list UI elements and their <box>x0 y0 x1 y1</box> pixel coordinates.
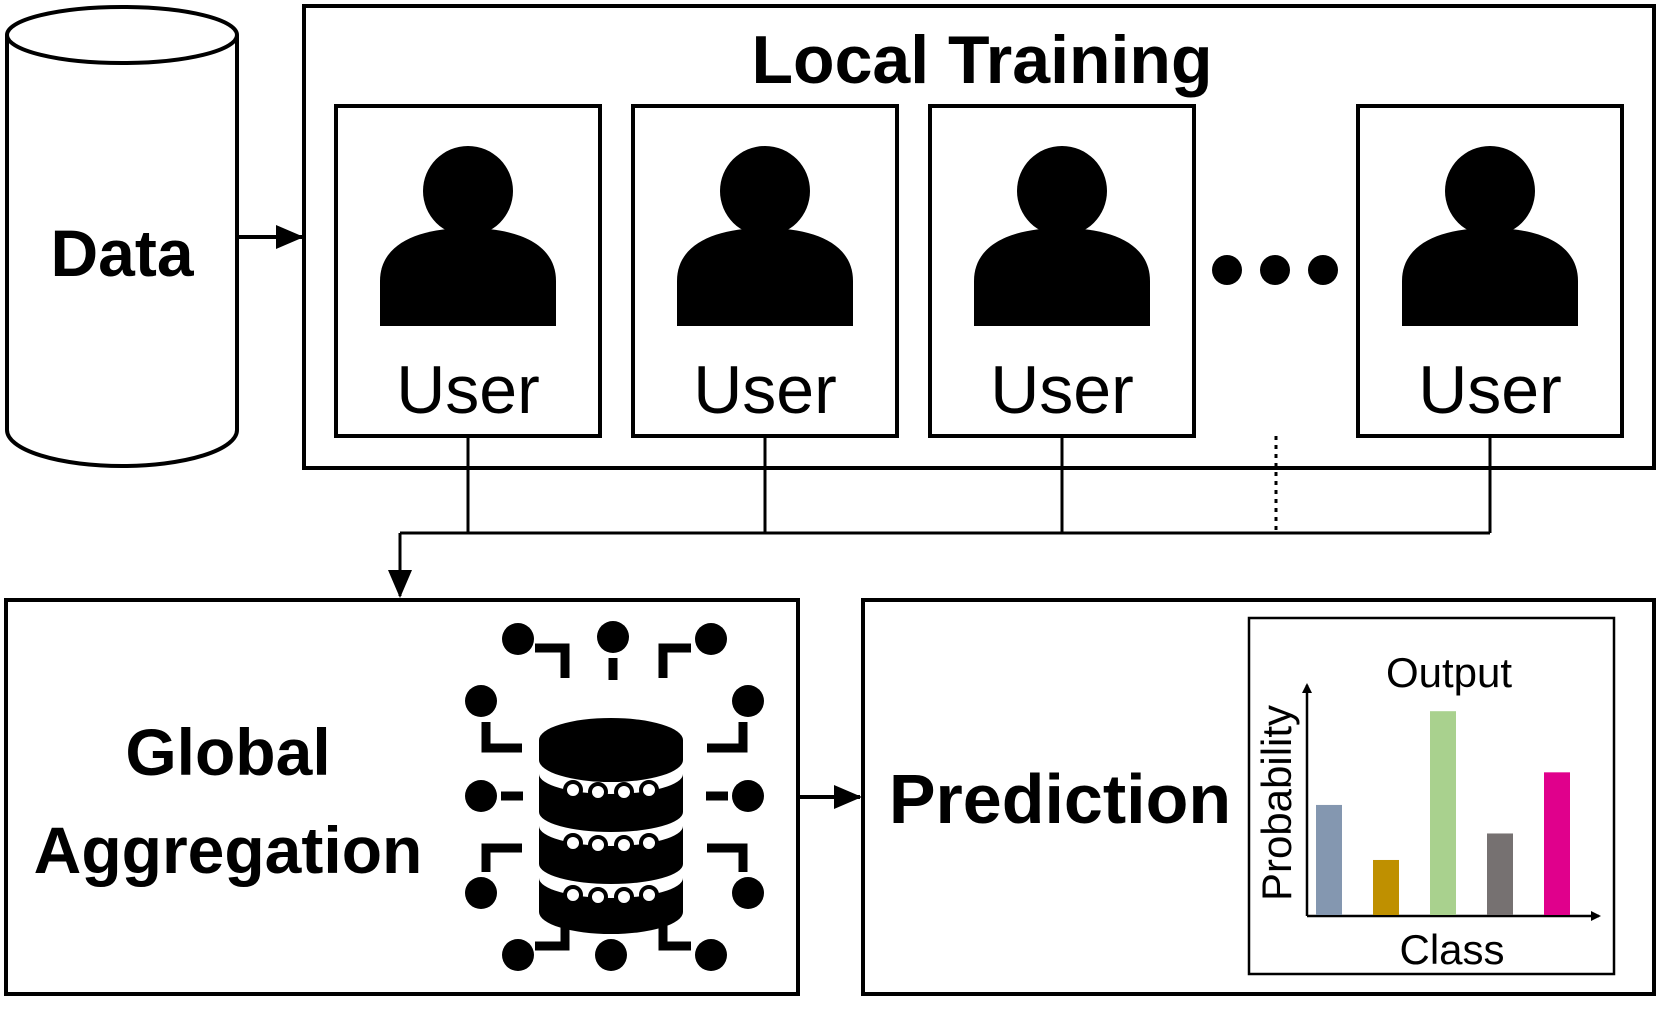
chart-bar-1 <box>1316 804 1342 915</box>
local-training-title: Local Training <box>752 22 1213 98</box>
chart-bar-4 <box>1487 833 1513 915</box>
user-card-1: User <box>334 104 602 438</box>
user-card-3: User <box>928 104 1196 438</box>
global-aggregation-panel: Global Aggregation <box>4 598 800 996</box>
global-aggregation-line2: Aggregation <box>34 813 423 887</box>
users-to-aggregation-connector <box>388 436 1492 598</box>
ellipsis-more-users <box>1212 255 1338 285</box>
chart-bar-5 <box>1544 772 1570 915</box>
user-label: User <box>693 352 837 428</box>
user-label: User <box>1418 352 1562 428</box>
database-network-icon <box>465 621 764 971</box>
global-aggregation-line1: Global <box>125 715 330 789</box>
chart-xlabel: Class <box>1399 926 1504 973</box>
chart-title: Output <box>1386 649 1512 696</box>
chart-bars <box>1316 711 1570 915</box>
data-cylinder-top <box>5 5 239 65</box>
user-label: User <box>396 352 540 428</box>
chart-bar-2 <box>1373 859 1399 915</box>
output-chart: Output Class Probability <box>1247 616 1616 976</box>
user-label: User <box>990 352 1134 428</box>
prediction-panel: Prediction Output Class Probability <box>861 598 1656 996</box>
local-training-panel: Local Training User User User User <box>302 4 1656 470</box>
user-card-2: User <box>631 104 899 438</box>
data-store: Data <box>5 5 239 468</box>
user-card-4: User <box>1356 104 1624 438</box>
data-label: Data <box>50 216 194 290</box>
chart-bar-3 <box>1430 711 1456 915</box>
prediction-label: Prediction <box>889 760 1231 838</box>
data-cylinder-body <box>5 35 239 468</box>
chart-ylabel: Probability <box>1253 705 1300 901</box>
